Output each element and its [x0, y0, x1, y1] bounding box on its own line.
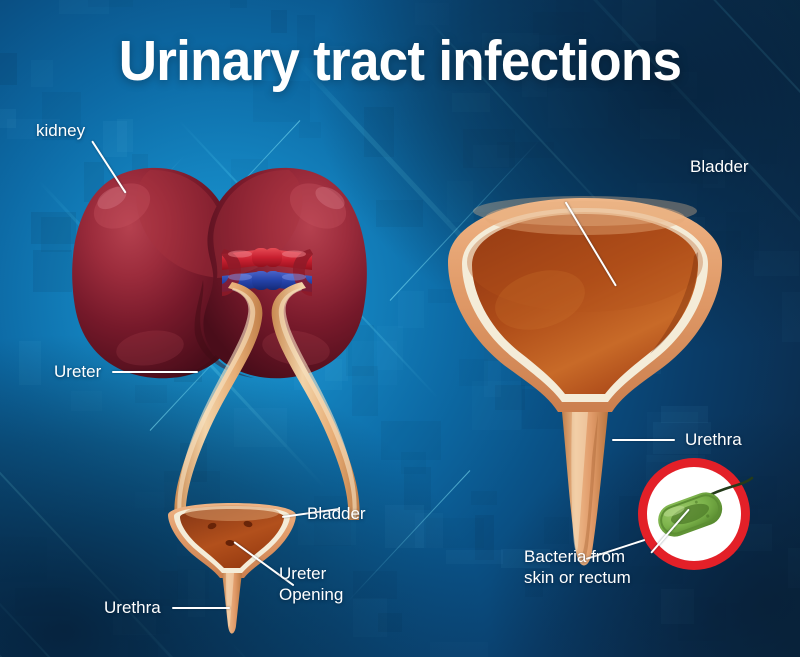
leader-urethra-large [612, 439, 675, 441]
bacteria-inset [638, 458, 754, 570]
label-bladder-large: Bladder [690, 157, 749, 176]
leader-ureter-left [112, 371, 198, 373]
large-bladder [448, 196, 722, 566]
page-title: Urinary tract infections [118, 29, 682, 93]
label-bacteria: Bacteria from skin or rectum [524, 547, 631, 587]
label-urethra-small: Urethra [104, 598, 161, 617]
label-ureter-opening: Ureter Opening [279, 564, 344, 604]
leader-urethra-small [172, 607, 230, 609]
label-ureter-left: Ureter [54, 362, 102, 381]
label-bladder-small: Bladder [307, 504, 366, 523]
label-urethra-large: Urethra [685, 430, 742, 449]
right-renal-vessels [264, 248, 313, 296]
left-ureter [174, 282, 263, 520]
small-bladder [168, 503, 296, 634]
right-ureter [271, 282, 360, 520]
left-kidney [72, 167, 236, 379]
label-kidney: kidney [36, 121, 86, 140]
